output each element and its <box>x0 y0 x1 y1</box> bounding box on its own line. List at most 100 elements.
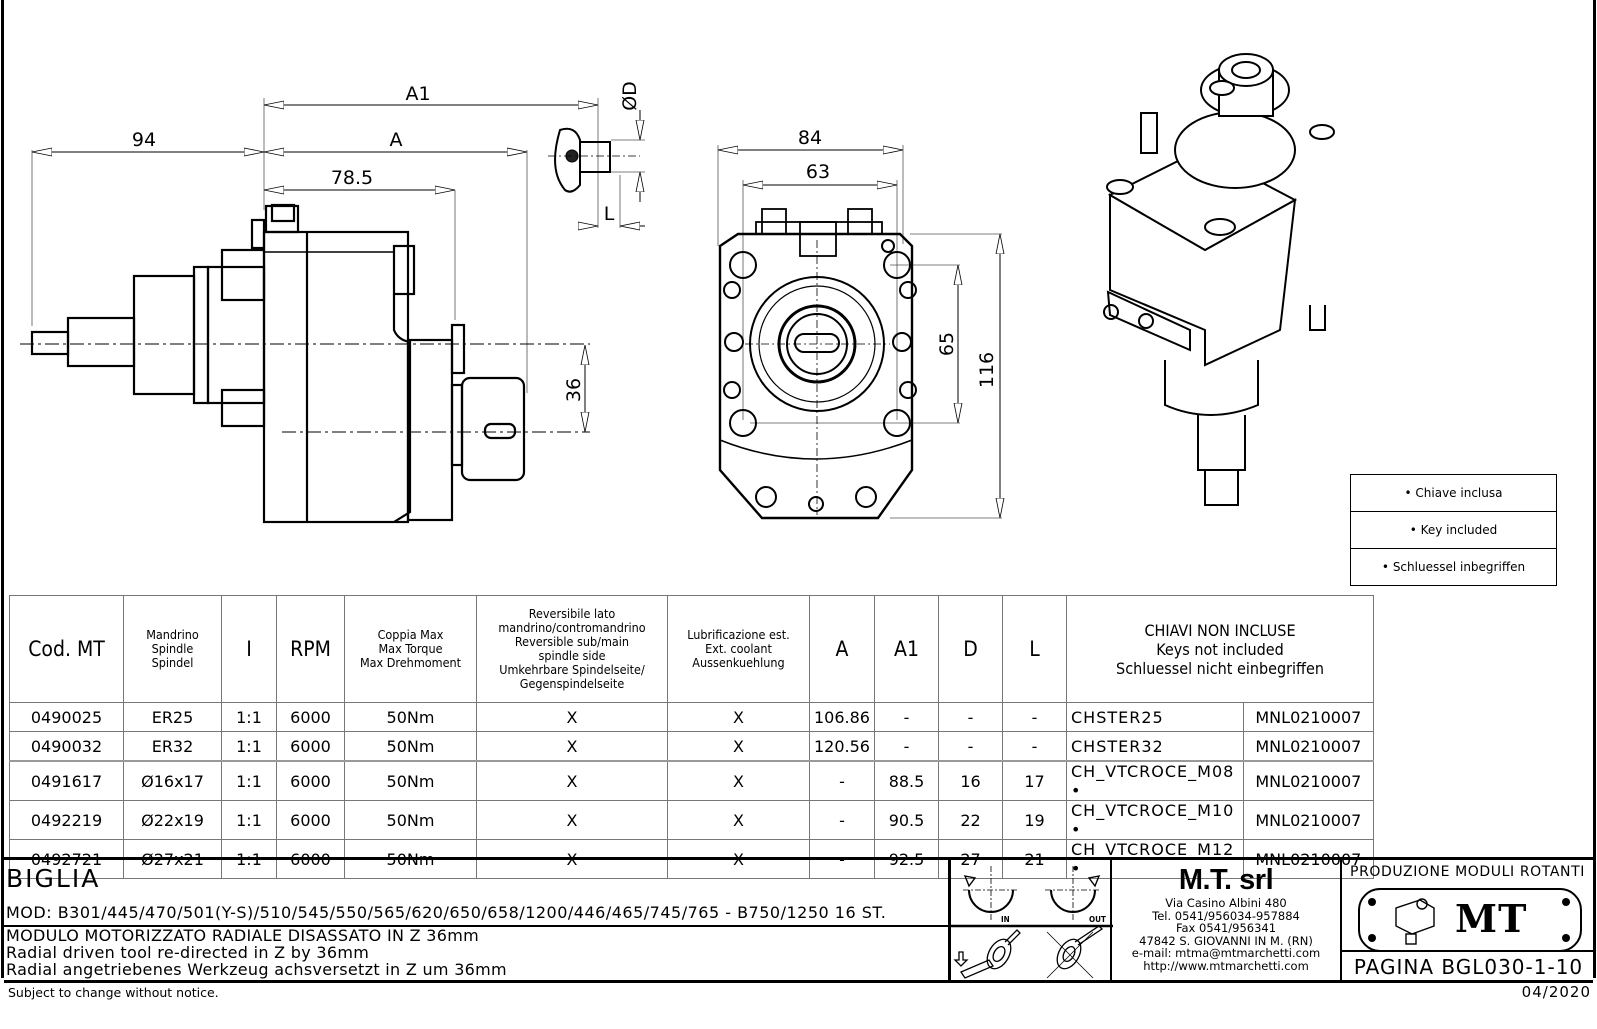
cell-code: 0491617 <box>9 760 124 801</box>
cell-code: 0490025 <box>9 702 124 732</box>
logo-text: MT <box>1455 896 1528 941</box>
table-row: 0490032 ER32 1:1 6000 50Nm X X 120.56 - … <box>9 731 1375 762</box>
dim-label-a1: A1 <box>405 83 430 105</box>
cell-key-manual: MNL0210007 <box>1242 731 1375 762</box>
cell-torque: 50Nm <box>344 760 477 801</box>
revision-date: 04/2020 <box>1521 983 1591 1001</box>
svg-text:OUT: OUT <box>1089 915 1106 924</box>
frame-border-right <box>1593 0 1596 978</box>
cell-key-code: CHSTER25 <box>1066 702 1244 732</box>
cell-key-manual: MNL0210007 <box>1242 760 1375 801</box>
description-section: MODULO MOTORIZZATO RADIALE DISASSATO IN … <box>4 927 948 980</box>
title-block: BIGLIA MOD: B301/445/470/501(Y-S)/510/54… <box>4 857 1595 983</box>
dim-label-116: 116 <box>976 352 998 388</box>
side-view <box>20 98 599 524</box>
cell-a: - <box>809 800 875 840</box>
cell-l: - <box>1002 731 1067 762</box>
cell-a: 106.86 <box>809 702 875 732</box>
cell-torque: 50Nm <box>344 702 477 732</box>
company-section: M.T. srl Via Casino Albini 480 Tel. 0541… <box>1110 860 1340 980</box>
technical-drawing: A1 94 A 78.5 36 ØD L 84 63 65 116 <box>20 53 1335 524</box>
cell-a1: - <box>874 702 939 732</box>
cell-rpm: 6000 <box>276 731 345 762</box>
cell-code: 0490032 <box>9 731 124 762</box>
cell-l: 17 <box>1002 760 1067 801</box>
cell-a1: 90.5 <box>874 800 939 840</box>
cell-coolant: X <box>667 800 810 840</box>
cell-d: - <box>938 702 1003 732</box>
machine-models: MOD: B301/445/470/501(Y-S)/510/545/550/5… <box>6 903 887 922</box>
table-row: 0491617 Ø16x17 1:1 6000 50Nm X X - 88.5 … <box>9 760 1375 801</box>
spec-table: Cod. MT Mandrino Spindle Spindel I RPM C… <box>9 595 1375 879</box>
cell-key-manual: MNL0210007 <box>1242 702 1375 732</box>
cell-l: 19 <box>1002 800 1067 840</box>
rotation-out-icon: OUT <box>1045 866 1106 924</box>
cell-rpm: 6000 <box>276 760 345 801</box>
frame-border-left <box>1 0 4 978</box>
key-detail-view <box>548 110 645 228</box>
cell-torque: 50Nm <box>344 800 477 840</box>
page-number: PAGINA BGL030-1-10 <box>1342 950 1595 982</box>
description-en: Radial driven tool re-directed in Z by 3… <box>6 943 370 962</box>
company-address: Via Casino Albini 480 Tel. 0541/956034-9… <box>1131 896 1321 973</box>
wrench-not-allowed-icon <box>1046 925 1104 979</box>
cell-key-code: CH_VTCROCE_M10 • <box>1066 800 1244 840</box>
dim-label-65: 65 <box>936 332 958 356</box>
cell-torque: 50Nm <box>344 731 477 762</box>
table-row: 0490025 ER25 1:1 6000 50Nm X X 106.86 - … <box>9 702 1375 732</box>
cell-ratio: 1:1 <box>221 760 277 801</box>
dim-label-36: 36 <box>563 378 585 402</box>
header-rpm: RPM <box>276 595 345 703</box>
cell-key-code: CH_VTCROCE_M08 • <box>1066 760 1244 801</box>
cell-a: - <box>809 760 875 801</box>
company-name: M.T. srl <box>1178 864 1274 896</box>
header-l: L <box>1002 595 1067 703</box>
dim-label-63: 63 <box>806 161 830 183</box>
cell-reversible: X <box>476 702 668 732</box>
header-keys: CHIAVI NON INCLUSE Keys not included Sch… <box>1066 595 1374 703</box>
dim-label-diameter-d: ØD <box>619 81 641 111</box>
dim-label-a: A <box>390 129 403 151</box>
cell-spindle: ER32 <box>123 731 222 762</box>
cell-coolant: X <box>667 731 810 762</box>
isometric-view <box>1103 53 1335 506</box>
cell-a: 120.56 <box>809 731 875 762</box>
svg-text:IN: IN <box>1001 915 1010 924</box>
header-spindle: Mandrino Spindle Spindel <box>123 595 222 703</box>
machine-brand: BIGLIA <box>6 864 101 893</box>
cell-d: - <box>938 731 1003 762</box>
cell-spindle: Ø16x17 <box>123 760 222 801</box>
dim-label-84: 84 <box>798 127 822 149</box>
cell-spindle: ER25 <box>123 702 222 732</box>
product-line-title: PRODUZIONE MODULI ROTANTI <box>1350 864 1585 880</box>
cell-a1: - <box>874 731 939 762</box>
description-de: Radial angetriebenes Werkzeug achsverset… <box>6 960 507 979</box>
dim-label-l: L <box>604 203 615 225</box>
cell-d: 22 <box>938 800 1003 840</box>
header-d: D <box>938 595 1003 703</box>
header-torque: Coppia Max Max Torque Max Drehmoment <box>344 595 477 703</box>
legend-it: • Chiave inclusa <box>1351 475 1556 512</box>
change-notice: Subject to change without notice. <box>8 985 219 1000</box>
cell-ratio: 1:1 <box>221 800 277 840</box>
wrench-allowed-icon <box>953 929 1021 979</box>
brand-section: BIGLIA MOD: B301/445/470/501(Y-S)/510/54… <box>4 860 948 927</box>
front-view <box>717 145 1002 520</box>
cell-code: 0492219 <box>9 800 124 840</box>
header-ratio: I <box>221 595 277 703</box>
header-reversible: Reversibile lato mandrino/contromandrino… <box>476 595 668 703</box>
table-row: 0492219 Ø22x19 1:1 6000 50Nm X X - 90.5 … <box>9 800 1375 840</box>
dim-label-78-5: 78.5 <box>331 167 373 189</box>
dim-label-94: 94 <box>132 129 156 151</box>
cell-d: 16 <box>938 760 1003 801</box>
mt-logo: MT <box>1358 888 1582 952</box>
cell-key-manual: MNL0210007 <box>1242 800 1375 840</box>
rotation-in-icon: IN <box>963 866 1019 924</box>
product-line-section: PRODUZIONE MODULI ROTANTI MT PAGINA BGL0… <box>1340 860 1595 982</box>
table-header-row: Cod. MT Mandrino Spindle Spindel I RPM C… <box>9 595 1374 703</box>
cell-ratio: 1:1 <box>221 702 277 732</box>
header-a1: A1 <box>874 595 939 703</box>
rotation-icons-section: IN OUT <box>948 860 1113 980</box>
cell-rpm: 6000 <box>276 702 345 732</box>
header-code: Cod. MT <box>9 595 124 703</box>
